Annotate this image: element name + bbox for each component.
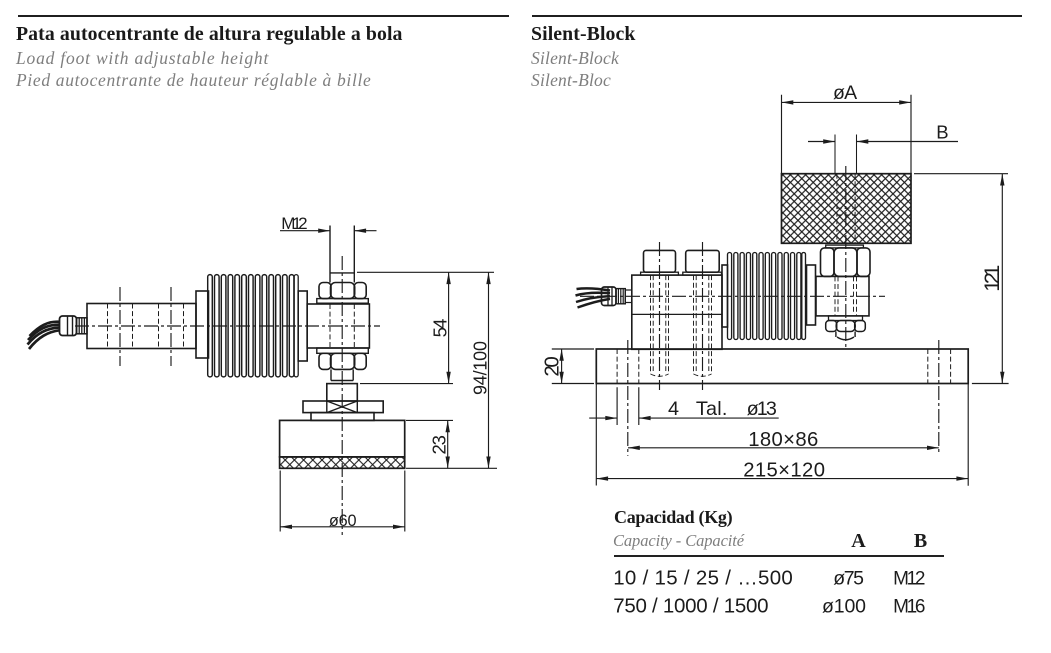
svg-text:54: 54 (430, 319, 451, 338)
svg-text:10 / 15 / 25 / …500: 10 / 15 / 25 / …500 (613, 566, 793, 589)
svg-text:180×86: 180×86 (748, 429, 818, 451)
svg-text:4: 4 (668, 398, 679, 420)
svg-text:B: B (936, 122, 948, 143)
svg-text:Tal.: Tal. (696, 398, 728, 420)
svg-text:20: 20 (541, 356, 564, 376)
svg-text:750 / 1000 / 1500: 750 / 1000 / 1500 (613, 595, 768, 618)
svg-text:215×120: 215×120 (743, 460, 825, 482)
svg-text:ø100: ø100 (822, 596, 866, 618)
svg-text:M12: M12 (893, 568, 925, 589)
svg-text:121: 121 (980, 265, 1004, 292)
svg-text:ø60: ø60 (329, 512, 357, 530)
svg-text:ø13: ø13 (747, 398, 777, 420)
svg-text:øA: øA (833, 82, 857, 104)
svg-text:M12: M12 (281, 214, 307, 233)
svg-text:23: 23 (428, 435, 449, 455)
svg-text:ø75: ø75 (833, 567, 864, 589)
svg-text:M16: M16 (893, 597, 925, 618)
svg-text:94/100: 94/100 (470, 341, 490, 395)
